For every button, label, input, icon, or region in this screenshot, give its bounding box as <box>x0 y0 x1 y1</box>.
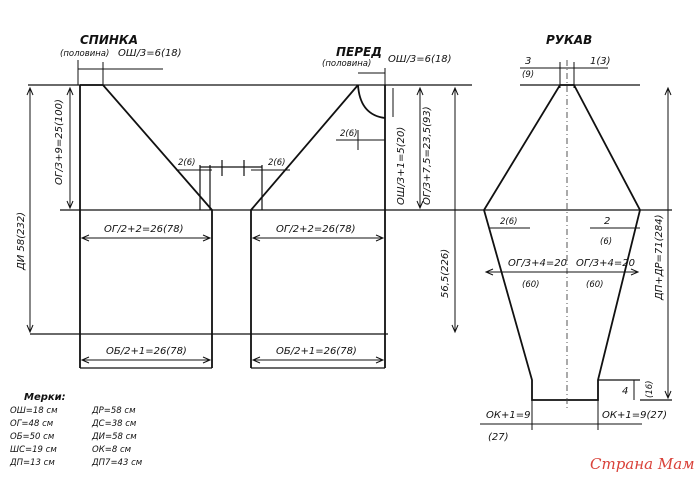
legend-right-3: ОК=8 см <box>92 445 132 455</box>
front-title: ПЕРЕД <box>336 45 382 59</box>
sleeve-half-left-label: ОГ/3+4=20 <box>508 258 567 269</box>
back-hem-label: ОБ/2+1=26(78) <box>106 346 187 357</box>
legend-right-4: ДП7=43 см <box>91 458 143 468</box>
back-outline <box>80 84 213 368</box>
legend-title: Мерки: <box>24 392 66 403</box>
sleeve-half-left-paren: (60) <box>522 280 539 290</box>
back-title: СПИНКА <box>80 33 138 47</box>
sleeve-cap-width2-paren: (6) <box>600 237 612 247</box>
front-width-label: ОГ/2+2=26(78) <box>276 224 356 235</box>
back-neck-label: ОШ/3=6(18) <box>118 48 182 59</box>
legend-right-2: ДИ=58 см <box>91 432 137 442</box>
back-width-label: ОГ/2+2=26(78) <box>104 224 184 235</box>
legend-left-0: ОШ=18 см <box>10 406 58 416</box>
front-side-label: 56,5(226) <box>440 249 451 298</box>
front-neckline <box>357 84 386 119</box>
sleeve-cuff-height-paren: (16) <box>645 381 655 398</box>
sleeve-top-right-label: 1(3) <box>590 56 611 67</box>
sleeve-length-label: ДП+ДР=71(284) <box>654 214 665 301</box>
legend-left-2: ОБ=50 см <box>10 432 55 442</box>
sleeve-title: РУКАВ <box>546 33 592 47</box>
front-hem-label: ОБ/2+1=26(78) <box>276 346 357 357</box>
front-note: (половина) <box>322 59 371 69</box>
watermark: Страна Мам <box>590 455 695 473</box>
front-neck-label: ОШ/3=6(18) <box>388 54 452 65</box>
sleeve-half-right-label: ОГ/3+4=20 <box>576 258 635 269</box>
total-length-label: ДИ 58(232) <box>16 212 27 271</box>
front-neck-width-label: 2(6) <box>340 129 357 139</box>
sleeve-top-width-paren: (9) <box>522 70 534 80</box>
sleeve-cap-width-label: 2(6) <box>500 217 517 227</box>
sleeve-half-right-paren: (60) <box>586 280 603 290</box>
sleeve-cuff-height-label: 4 <box>622 386 628 397</box>
legend-left-1: ОГ=48 см <box>10 419 54 429</box>
sleeve-cuff-left-paren: (27) <box>488 432 509 443</box>
legend-right-1: ДС=38 см <box>91 419 137 429</box>
sleeve-cuff-left-label: ОК+1=9 <box>486 410 530 421</box>
sleeve-piece: РУКАВ 3 (9) 1(3) 2(6) 2 (6) ОГ/3+4=20 (6… <box>480 33 672 443</box>
back-note: (половина) <box>60 49 109 59</box>
front-height-label: ОГ/3+7,5=23,5(93) <box>422 106 433 205</box>
back-shoulder-label: 2(6) <box>178 158 195 168</box>
legend-right-0: ДР=58 см <box>91 406 136 416</box>
sleeve-outline <box>483 84 641 401</box>
sleeve-cuff-right-label: ОК+1=9(27) <box>602 410 667 421</box>
front-shoulder-label: 2(6) <box>268 158 285 168</box>
back-height-label: ОГ/3+9=25(100) <box>54 99 65 185</box>
measurements-legend: Мерки: ОШ=18 см ОГ=48 см ОБ=50 см ШС=19 … <box>9 392 143 468</box>
back-piece: СПИНКА (половина) ОШ/3=6(18) 2(6) ОГ/3+9… <box>16 33 213 369</box>
sleeve-top-width-label: 3 <box>525 56 531 67</box>
front-piece: ПЕРЕД (половина) ОШ/3=6(18) 2(6) 2(6) ОШ… <box>250 45 459 369</box>
legend-left-4: ДП=13 см <box>9 458 55 468</box>
sleeve-cap-width2-label: 2 <box>604 216 610 227</box>
front-neck-depth-label: ОШ/3+1=5(20) <box>396 127 407 205</box>
legend-left-3: ШС=19 см <box>10 445 57 455</box>
front-outline <box>250 84 359 368</box>
